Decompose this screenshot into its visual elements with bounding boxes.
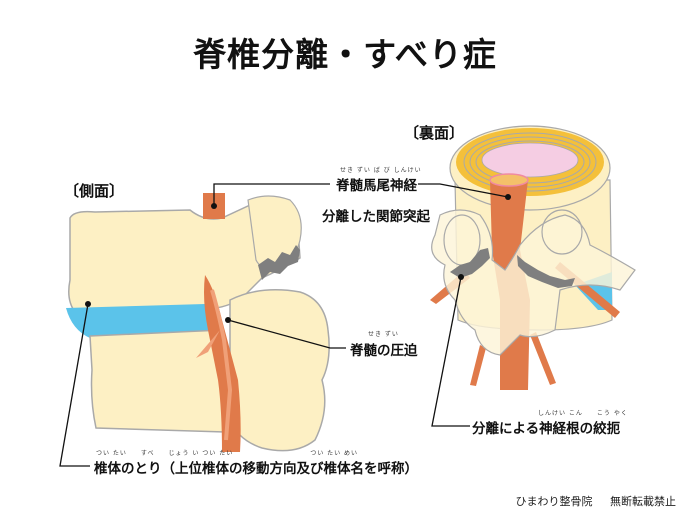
label-vertebral-slip: 椎体のとり（上位椎体の移動方向及び椎体名を呼称） xyxy=(94,461,418,477)
label-separated-facet: 分離した関節突起 xyxy=(322,209,430,225)
back-view-diagram xyxy=(430,125,636,390)
copyright-notice: 無断転載禁止 xyxy=(610,495,676,508)
label-cauda-equina: 脊髄馬尾神経 xyxy=(336,178,417,194)
clinic-name: ひまわり整骨院 xyxy=(515,495,593,508)
footer: ひまわり整骨院 無断転載禁止 xyxy=(516,493,677,509)
lamina-translucent xyxy=(431,209,636,356)
label-ruby-cauda: せき ずい ば び しんけい xyxy=(340,167,422,174)
fracture-side xyxy=(258,245,300,280)
label-spinal-compression: 脊髄の圧迫 xyxy=(350,343,418,359)
fracture-left xyxy=(450,248,490,278)
label-ruby-compression: せき ずい xyxy=(368,331,399,338)
label-ruby-nerve-root: しんけい こん こう やく xyxy=(538,410,628,417)
nucleus-pulposus xyxy=(481,142,579,178)
side-view-heading: 〔側面〕 xyxy=(64,182,125,200)
page-title: 脊椎分離・すべり症 xyxy=(193,35,497,74)
label-nerve-root-strangulation: 分離による神経根の絞扼 xyxy=(472,421,621,437)
fracture-right xyxy=(517,255,575,288)
label-ruby-slip: つい たい すべ じょう い つい たい つい たい めい xyxy=(96,450,359,457)
side-view-diagram xyxy=(66,193,330,452)
intervertebral-disc xyxy=(66,304,222,338)
back-view-heading: 〔裏面〕 xyxy=(404,124,465,142)
lower-posterior-elements xyxy=(229,289,330,452)
